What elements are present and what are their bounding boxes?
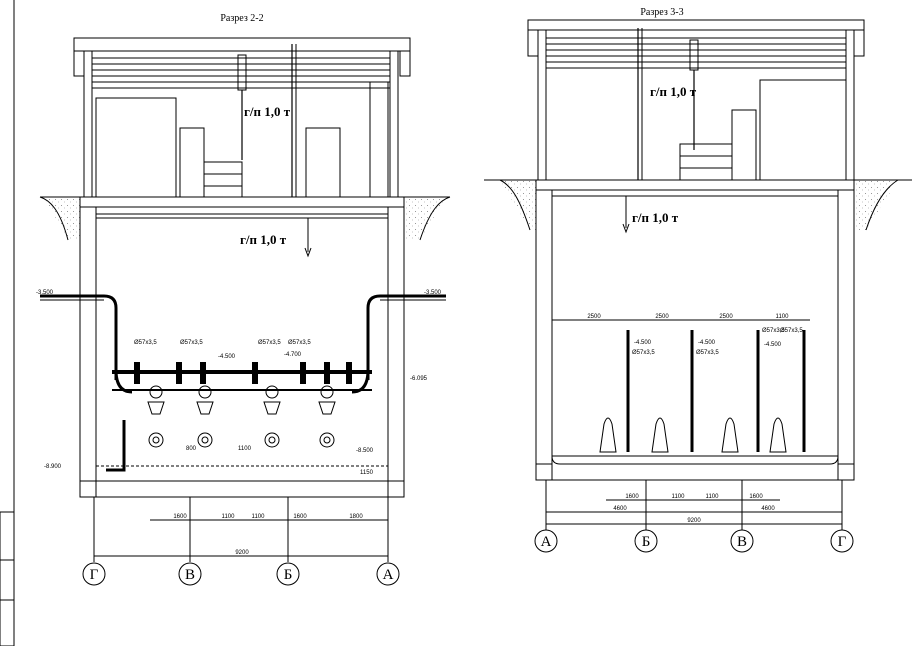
svg-text:2500: 2500 (719, 314, 733, 320)
hoist-label-bottom-left: г/п 1,0 т (240, 232, 287, 247)
svg-text:Ø57x3,5: Ø57x3,5 (180, 340, 203, 346)
svg-text:А: А (541, 534, 552, 550)
svg-text:Ø57x3,5: Ø57x3,5 (762, 328, 785, 334)
svg-text:1600: 1600 (625, 494, 639, 500)
level-left-3: -6.095 (410, 376, 428, 382)
svg-text:1100: 1100 (252, 514, 266, 520)
dim-mid-2: 1100 (238, 446, 252, 452)
dim-mid-1: 800 (186, 446, 197, 452)
svg-text:1800: 1800 (349, 514, 363, 520)
svg-text:-4.500: -4.500 (698, 340, 716, 346)
dims-bottom-right: 1600 1100 1100 1600 (625, 494, 763, 500)
dims-bottom-left: 1600 1100 1100 1600 1800 (173, 514, 363, 520)
svg-text:Ø57x3,5: Ø57x3,5 (134, 340, 157, 346)
svg-text:Б: Б (642, 534, 651, 550)
level-left-5: -8.500 (356, 448, 374, 454)
section-left-title: Разрез 2-2 (220, 13, 263, 24)
svg-text:Ø57x3,5: Ø57x3,5 (288, 340, 311, 346)
svg-text:Ø57x3,5: Ø57x3,5 (632, 350, 655, 356)
svg-text:Ø57x3,5: Ø57x3,5 (696, 350, 719, 356)
svg-text:1600: 1600 (749, 494, 763, 500)
level-left-2: -3.500 (424, 290, 442, 296)
svg-text:1100: 1100 (222, 514, 236, 520)
svg-text:Ø57x3,5: Ø57x3,5 (780, 328, 803, 334)
section-3-3: Разрез 3-3 г/п 1,0 т г/ (484, 7, 912, 553)
svg-text:-4.500: -4.500 (764, 342, 782, 348)
dim-1150: 1150 (360, 470, 374, 476)
svg-text:1100: 1100 (672, 494, 686, 500)
svg-text:1100: 1100 (706, 494, 720, 500)
hoist-label-top-right: г/п 1,0 т (650, 84, 697, 99)
dim-total-left: 9200 (235, 550, 249, 556)
svg-text:В: В (185, 567, 195, 583)
svg-text:Ø57x3,5: Ø57x3,5 (258, 340, 281, 346)
dim-total-right: 9200 (687, 518, 701, 524)
title-block-strip (0, 0, 15, 646)
svg-text:1600: 1600 (173, 514, 187, 520)
svg-text:-4.700: -4.700 (284, 352, 302, 358)
risers-right: Ø57x3,5 Ø57x3,5 Ø57x3,5 Ø57x3,5 -4.500 -… (626, 328, 806, 452)
svg-text:1100: 1100 (776, 314, 790, 320)
pumps-right (599, 417, 787, 453)
pipe-labels-left: Ø57x3,5 Ø57x3,5 Ø57x3,5 Ø57x3,5 -4.500 -… (134, 340, 311, 360)
svg-text:-4.500: -4.500 (218, 354, 236, 360)
axis-markers-right: А Б В Г (534, 529, 854, 553)
svg-text:А: А (383, 567, 394, 583)
dim-half-1: 4600 (613, 506, 627, 512)
dim-half-2: 4600 (761, 506, 775, 512)
dims-top-right: 2500 2500 2500 1100 (587, 314, 789, 320)
section-right-title: Разрез 3-3 (640, 7, 683, 18)
level-left-4: -8.900 (44, 464, 62, 470)
svg-text:1600: 1600 (293, 514, 307, 520)
svg-text:2500: 2500 (587, 314, 601, 320)
section-2-2: Разрез 2-2 г/п 1,0 т (36, 13, 451, 586)
hoist-label-top-left: г/п 1,0 т (244, 104, 291, 119)
hoist-label-bottom-right: г/п 1,0 т (632, 210, 679, 225)
svg-text:Б: Б (284, 567, 293, 583)
svg-text:Г: Г (90, 567, 99, 583)
pumps-left (147, 385, 336, 448)
level-left-1: -3.500 (36, 290, 54, 296)
roof-slab (73, 37, 411, 52)
svg-text:В: В (737, 534, 747, 550)
valves (134, 362, 352, 384)
svg-text:2500: 2500 (655, 314, 669, 320)
svg-text:Г: Г (838, 534, 847, 550)
svg-text:-4.500: -4.500 (634, 340, 652, 346)
axis-markers-left: Г В Б А (82, 562, 400, 586)
